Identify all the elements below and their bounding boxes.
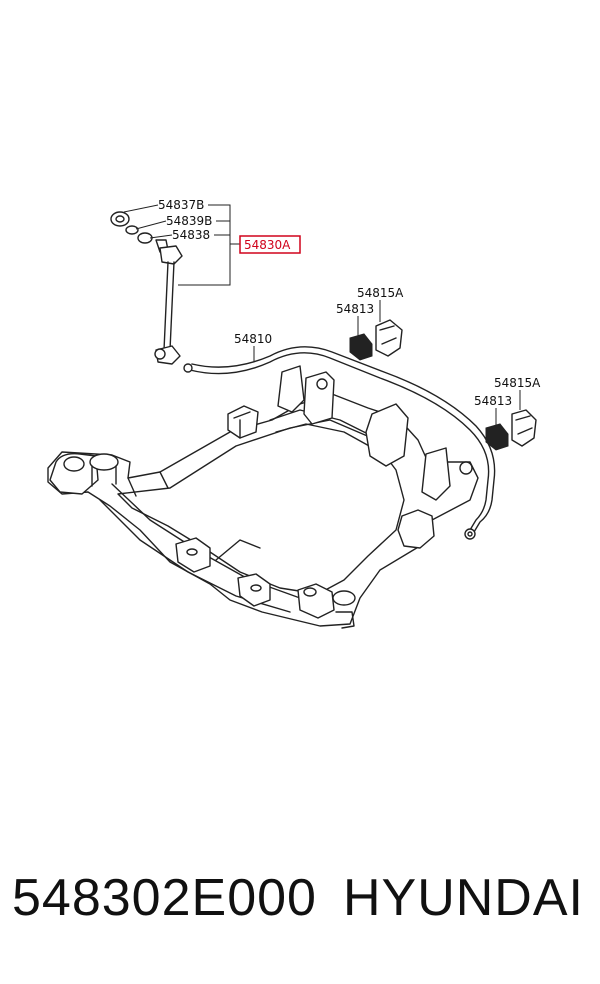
callout-54810: 54810 — [234, 332, 272, 346]
callout-54838: 54838 — [172, 228, 210, 242]
callout-54839b: 54839B — [166, 214, 212, 228]
bushing-left-drawing — [349, 319, 403, 361]
footer: 548302E000 HYUNDAI — [0, 868, 600, 958]
part-number: 548302E000 — [12, 869, 317, 927]
stabilizer-link-drawing — [110, 211, 183, 365]
parts-diagram: 54837B 54839B 54838 54830A 54810 54815A … — [47, 198, 541, 629]
callout-54815a-right: 54815A — [494, 376, 541, 390]
callout-54813-right: 54813 — [474, 394, 512, 408]
stabilizer-bar-drawing — [183, 346, 496, 540]
bushing-right-drawing — [485, 409, 537, 451]
callout-54830a-highlighted[interactable]: 54830A — [244, 238, 291, 252]
brand-name: HYUNDAI — [342, 869, 584, 927]
callout-54815a-left: 54815A — [357, 286, 404, 300]
highlight-box — [239, 235, 301, 254]
callout-54837b: 54837B — [158, 198, 204, 212]
leader-lines — [123, 204, 521, 426]
subframe-drawing — [47, 365, 479, 629]
callout-54813-left: 54813 — [336, 302, 374, 316]
